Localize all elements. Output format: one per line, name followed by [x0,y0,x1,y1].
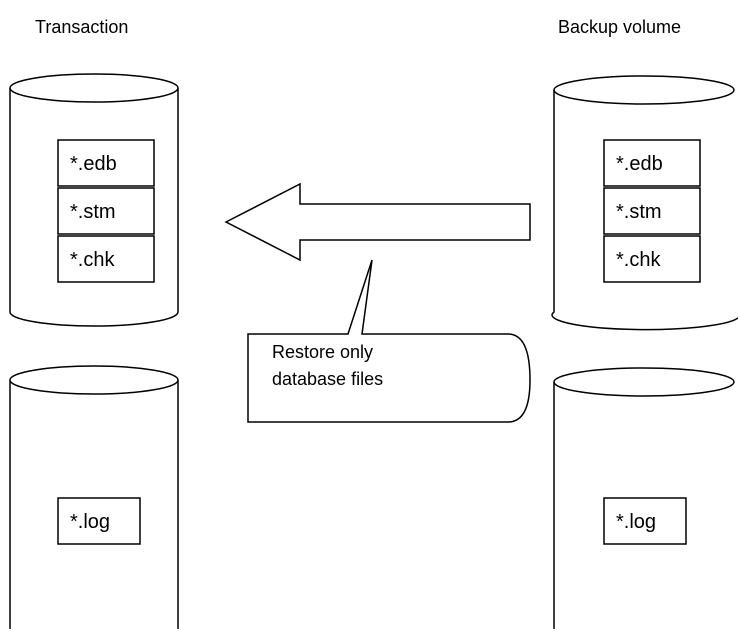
backup-chk-label: *.chk [616,249,661,271]
transaction-chk-label: *.chk [70,249,115,271]
backup-log-box [603,497,687,545]
callout-text-line2: database files [272,369,384,389]
backup-stm-box [603,187,701,235]
transaction-edb-box [57,139,155,187]
backup-edb-label: *.edb [616,153,663,175]
restore-arrow [224,182,531,262]
backup-log-label: *.log [616,511,657,533]
backup-chk-box [603,235,701,283]
transaction-log-label: *.log [70,511,111,533]
transaction-stm-box [57,187,155,235]
transaction-heading: Transaction [35,17,129,37]
transaction-log-box [57,497,141,545]
transaction-chk-box [57,235,155,283]
callout-text-line1: Restore only [272,342,374,362]
backup-log-cylinder [553,367,735,629]
transaction-edb-label: *.edb [70,153,117,175]
backup-stm-label: *.stm [616,201,662,223]
backup-db-cylinder [551,75,738,331]
transaction-log-cylinder [9,365,179,629]
backup-edb-box [603,139,701,187]
transaction-stm-label: *.stm [70,201,116,223]
callout-bubble [247,259,531,423]
backup-volume-heading: Backup volume [558,17,682,37]
